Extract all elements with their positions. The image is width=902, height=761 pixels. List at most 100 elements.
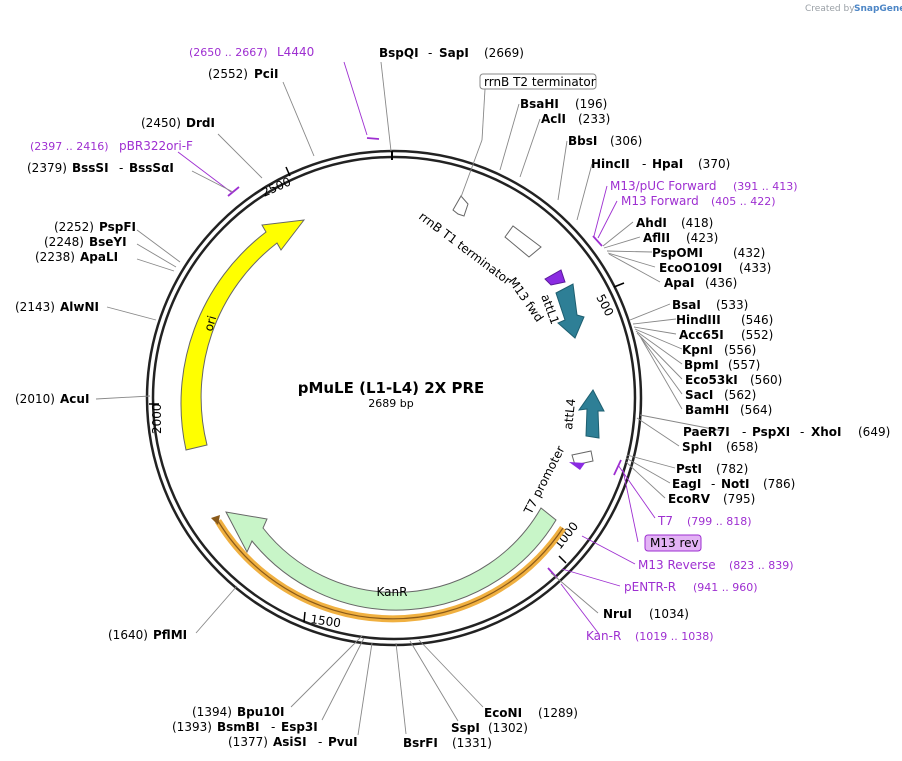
primer-m13-forward[interactable]: M13 Forward	[621, 194, 699, 208]
t7-promoter-label: T7 promoter	[521, 444, 568, 518]
site-pos-bsmbi: (1393)	[172, 720, 212, 734]
m13-fwd-feature[interactable]	[544, 269, 566, 286]
primer-m13-reverse[interactable]: M13 Reverse	[638, 558, 716, 572]
site-pspomi[interactable]: PspOMI	[652, 246, 703, 260]
attl4-feature[interactable]	[577, 389, 605, 439]
plasmid-name: pMuLE (L1-L4) 2X PRE	[298, 379, 485, 397]
site-aflii[interactable]: AflII	[643, 231, 670, 245]
site-ahdi[interactable]: AhdI	[636, 216, 667, 230]
primer-range-l4440: (2650 .. 2667)	[189, 46, 268, 59]
site-pos-alwni: (2143)	[15, 300, 55, 314]
primer-t7[interactable]: T7	[657, 514, 673, 528]
site-bsrfi[interactable]: BsrFI	[403, 736, 438, 750]
site-sspi[interactable]: SspI	[451, 721, 480, 735]
site-bsssi[interactable]: BssSI	[72, 161, 109, 175]
site-eagi[interactable]: EagI	[672, 477, 701, 491]
m13-rev-feature-mark[interactable]	[569, 462, 585, 470]
site-ecorv[interactable]: EcoRV	[668, 492, 711, 506]
site-pspfi[interactable]: PspFI	[99, 220, 136, 234]
kanr-feature[interactable]	[225, 507, 557, 611]
site-hindiii[interactable]: HindIII	[676, 313, 721, 327]
site-acc65i[interactable]: Acc65I	[679, 328, 724, 342]
site-apai[interactable]: ApaI	[664, 276, 694, 290]
site-bsahi[interactable]: BsaHI	[520, 97, 559, 111]
site-pos-acui: (2010)	[15, 392, 55, 406]
site-pos-pspomi: (432)	[733, 246, 765, 260]
site-sapi[interactable]: SapI	[439, 46, 469, 60]
site-pos-aflii: (423)	[686, 231, 718, 245]
site-sphi[interactable]: SphI	[682, 440, 712, 454]
primer-m13-puc-forward[interactable]: M13/pUC Forward	[610, 179, 717, 193]
site-saci[interactable]: SacI	[685, 388, 713, 402]
site-hpai[interactable]: HpaI	[652, 157, 683, 171]
primer-mark-t7	[613, 459, 622, 476]
site-acli[interactable]: AclI	[541, 112, 566, 126]
site-econi[interactable]: EcoNI	[484, 706, 522, 720]
kanr-promoter-line	[217, 520, 564, 620]
site-esp3i[interactable]: Esp3I	[281, 720, 318, 734]
site-bsmbi[interactable]: BsmBI	[217, 720, 259, 734]
primer-range-t7: (799 .. 818)	[687, 515, 752, 528]
site-bsssai[interactable]: BssSαI	[129, 161, 174, 175]
site-pos-bpmi: (557)	[728, 358, 760, 372]
site-pos-acc65i: (552)	[741, 328, 773, 342]
site-bpmi[interactable]: BpmI	[684, 358, 719, 372]
site-pos-pspfi: (2252)	[54, 220, 94, 234]
site-pos-bsahi: (196)	[575, 97, 607, 111]
site-labels-left: BspQI - SapI (2669) (2650 .. 2667) L4440…	[15, 45, 524, 642]
tick-2500-mark	[285, 166, 291, 177]
site-bsai[interactable]: BsaI	[672, 298, 701, 312]
site-pos-bbsi: (306)	[610, 134, 642, 148]
site-drdi[interactable]: DrdI	[186, 116, 215, 130]
m13-rev-label[interactable]: M13 rev	[650, 536, 699, 550]
tick-1500-mark	[303, 611, 306, 623]
site-bamhi[interactable]: BamHI	[685, 403, 729, 417]
rrnb-t2-label[interactable]: rrnB T2 terminator	[484, 75, 596, 89]
m13-rev-label-box	[644, 534, 702, 552]
site-bspqi[interactable]: BspQI	[379, 46, 419, 60]
site-xhoi[interactable]: XhoI	[811, 425, 842, 439]
site-pos-eco0109i: (433)	[739, 261, 771, 275]
primer-range-kan-r: (1019 .. 1038)	[635, 630, 714, 643]
credit-brand: SnapGene	[854, 4, 902, 14]
primer-pentr-r[interactable]: pENTR-R	[624, 580, 676, 594]
t7-promoter-feature[interactable]	[571, 450, 594, 466]
site-bseyi[interactable]: BseYI	[89, 235, 127, 249]
site-asisi[interactable]: AsiSI	[273, 735, 307, 749]
primer-pbr322ori-f[interactable]: pBR322ori-F	[119, 139, 193, 153]
ori-feature[interactable]	[180, 219, 306, 451]
site-sep-paer7i: -	[742, 425, 746, 439]
backbone-inner-ring	[151, 155, 637, 641]
primer-marks	[227, 137, 622, 579]
site-pvui[interactable]: PvuI	[328, 735, 358, 749]
site-hincii[interactable]: HincII	[591, 157, 630, 171]
rrnb-t2-feature[interactable]	[452, 195, 469, 217]
backbone-outer-ring	[145, 149, 643, 647]
site-sep-bsssi: -	[119, 161, 123, 175]
site-paer7i[interactable]: PaeR7I	[683, 425, 730, 439]
rrnb-t1-feature[interactable]	[504, 225, 542, 258]
site-nrui[interactable]: NruI	[603, 607, 632, 621]
rrnb-t2-label-box	[479, 73, 597, 90]
site-pflmi[interactable]: PflMI	[153, 628, 187, 642]
site-noti[interactable]: NotI	[721, 477, 750, 491]
site-sep-eagi: -	[711, 477, 715, 491]
site-bbsi[interactable]: BbsI	[568, 134, 597, 148]
site-eco53ki[interactable]: Eco53kI	[685, 373, 738, 387]
site-alwni[interactable]: AlwNI	[60, 300, 99, 314]
site-apali[interactable]: ApaLI	[80, 250, 118, 264]
site-acui[interactable]: AcuI	[60, 392, 89, 406]
site-pspxi[interactable]: PspXI	[752, 425, 790, 439]
site-kpni[interactable]: KpnI	[682, 343, 713, 357]
attl1-feature[interactable]	[555, 283, 585, 339]
site-pos-sspi: (1302)	[488, 721, 528, 735]
primer-kan-r[interactable]: Kan-R	[586, 629, 621, 643]
tick-2000-label: 2000	[150, 403, 164, 434]
site-bpu10i[interactable]: Bpu10I	[237, 705, 284, 719]
primer-l4440[interactable]: L4440	[277, 45, 314, 59]
tick-2500-label: 2500	[260, 175, 294, 200]
site-psti[interactable]: PstI	[676, 462, 702, 476]
site-eco0109i[interactable]: EcoO109I	[659, 261, 722, 275]
site-pcii[interactable]: PciI	[254, 67, 279, 81]
